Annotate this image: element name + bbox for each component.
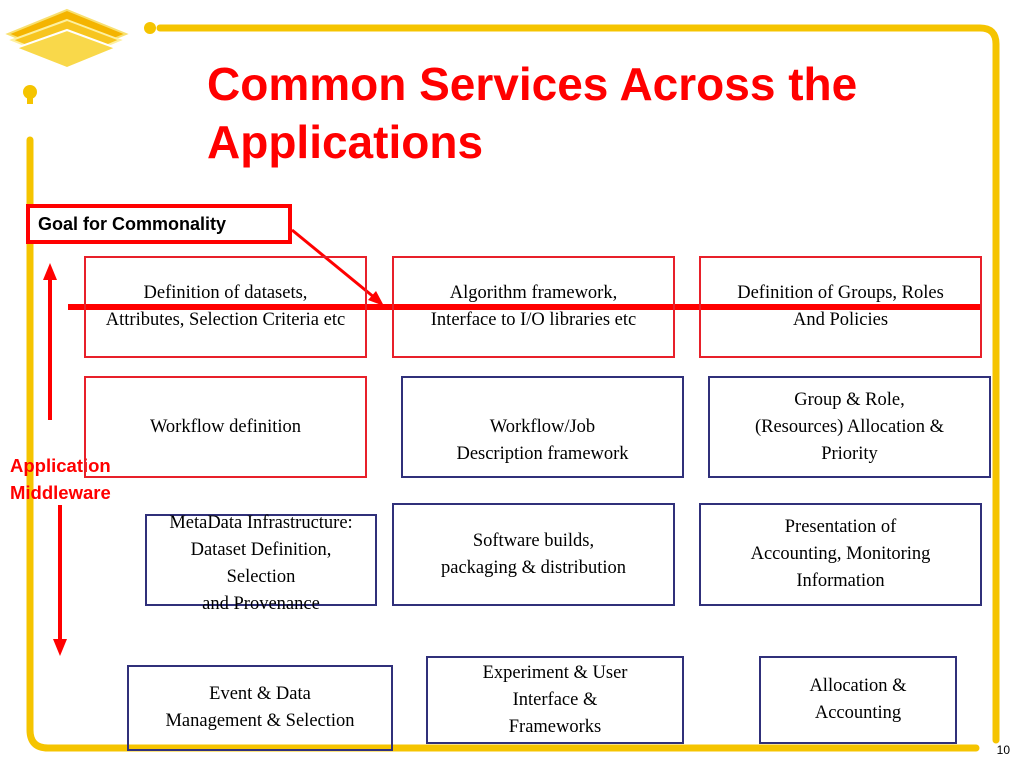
middleware-arrow bbox=[43, 263, 67, 656]
box-text-line: Event & Data bbox=[209, 684, 311, 704]
logo-icon bbox=[5, 8, 129, 70]
frame-left-line bbox=[26, 136, 980, 752]
box-text-line: Interface to I/O libraries etc bbox=[430, 310, 637, 330]
title-line-2: Applications bbox=[207, 116, 484, 168]
box-text-line: and Provenance bbox=[202, 594, 320, 614]
box-text-line: Management & Selection bbox=[165, 711, 355, 731]
frame-dot-top bbox=[144, 22, 156, 34]
slide-title: Common Services Across the Applications bbox=[207, 55, 1007, 171]
box-text-line: MetaData Infrastructure: bbox=[169, 513, 353, 533]
box-text-line: Interface & bbox=[512, 689, 598, 710]
box-algorithm-framework: Algorithm framework, Interface to I/O lib… bbox=[392, 256, 675, 358]
box-text-line: Selection bbox=[226, 567, 296, 587]
box-group-role-allocation: Group & Role, (Resources) Allocation & Pri… bbox=[708, 376, 991, 478]
box-software-builds: Software builds, packaging & distribution bbox=[392, 503, 675, 606]
box-text-line: Software builds, bbox=[472, 530, 595, 551]
box-allocation-accounting: Allocation & Accounting bbox=[759, 656, 957, 744]
box-text-line: Presentation of bbox=[784, 517, 897, 537]
page-number: 10 bbox=[996, 743, 1010, 757]
box-text-line: Definition of datasets, bbox=[143, 283, 308, 303]
box-datasets-definition: Definition of datasets, Attributes, Selec… bbox=[84, 256, 367, 358]
box-text-line: Group & Role, bbox=[794, 389, 905, 410]
box-text-line: Description framework bbox=[456, 444, 629, 464]
box-text-line: Accounting bbox=[814, 703, 902, 723]
side-label-line-2: Middleware bbox=[10, 482, 111, 503]
goal-label-box: Goal for Commonality bbox=[26, 204, 292, 244]
box-text-line: packaging & distribution bbox=[441, 557, 626, 578]
box-text-line: Workflow/Job bbox=[489, 417, 596, 437]
box-text-line: Attributes, Selection Criteria etc bbox=[105, 310, 346, 330]
box-text-line: Workflow definition bbox=[149, 416, 302, 437]
box-text-line: Frameworks bbox=[508, 716, 602, 737]
box-metadata-infrastructure: MetaData Infrastructure: Dataset Definiti… bbox=[145, 513, 377, 614]
box-text-line: Accounting, Monitoring bbox=[750, 544, 931, 564]
box-text-line: Dataset Definition, bbox=[190, 540, 332, 560]
box-text-line: Algorithm framework, bbox=[449, 283, 618, 303]
box-text-line: Information bbox=[796, 571, 885, 591]
goal-arrow bbox=[291, 228, 384, 306]
box-text-line: Allocation & bbox=[809, 676, 907, 696]
box-text-line: Experiment & User bbox=[482, 662, 628, 683]
box-text-line: (Resources) Allocation & bbox=[754, 416, 945, 437]
title-line-1: Common Services Across the bbox=[207, 58, 858, 110]
box-text-line: And Policies bbox=[792, 310, 889, 330]
frame-top-line bbox=[156, 24, 1000, 744]
frame-dot-left bbox=[23, 85, 37, 99]
box-text-line: Priority bbox=[821, 443, 878, 464]
box-text-line: Definition of Groups, Roles bbox=[737, 283, 944, 303]
box-workflow-definition: Workflow definition bbox=[84, 376, 367, 478]
